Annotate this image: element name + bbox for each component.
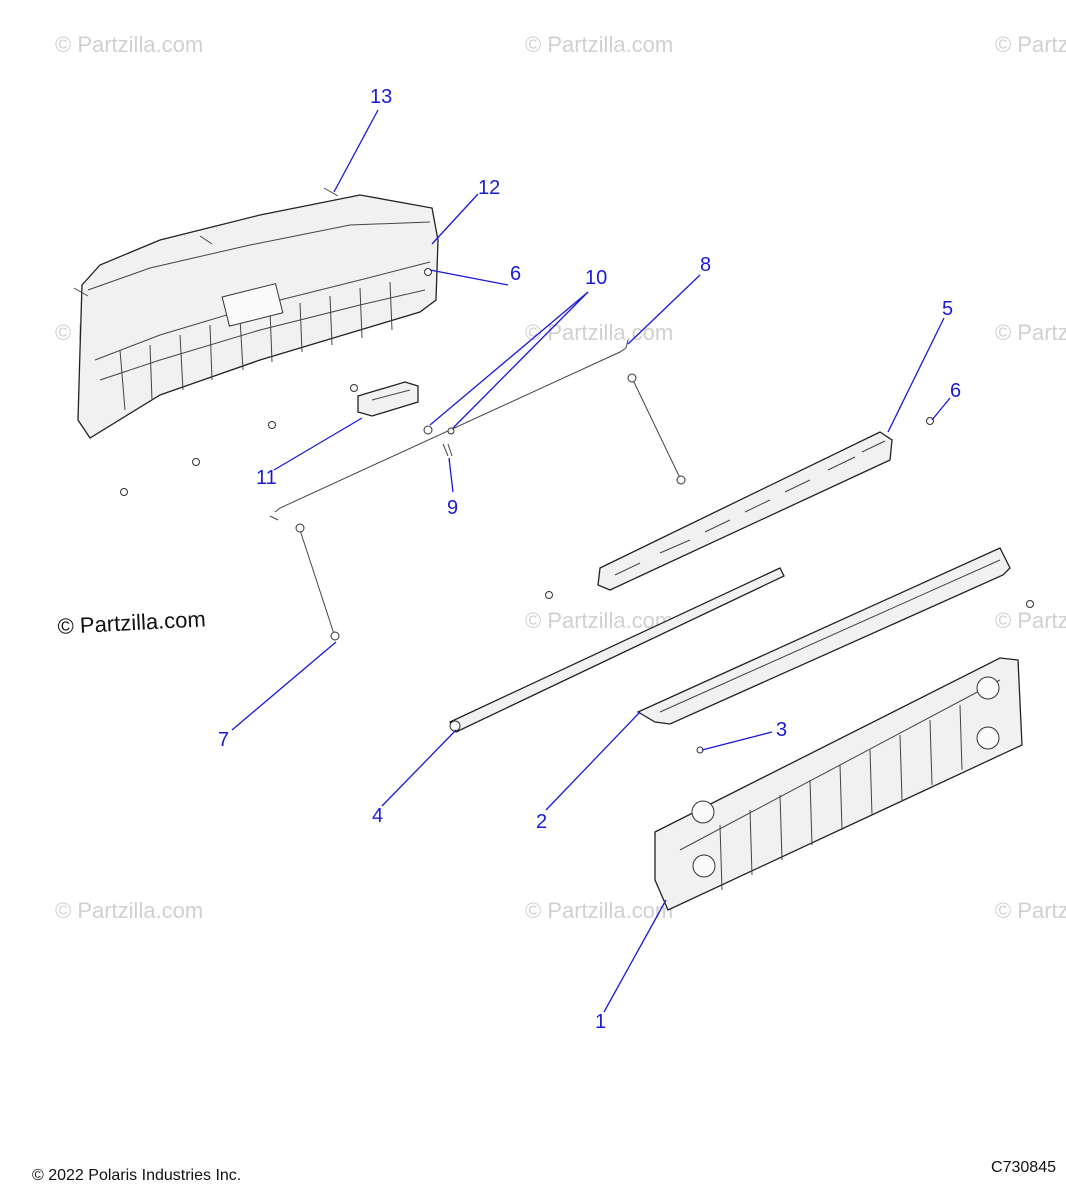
- callout-9: 9: [447, 497, 458, 519]
- watermark-8: © Partzilla.com: [995, 608, 1066, 633]
- callout-13: 13: [370, 86, 392, 108]
- callout-6a: 6: [510, 263, 521, 285]
- callout-3: 3: [776, 719, 787, 741]
- callout-6b: 6: [950, 380, 961, 402]
- top-cap: [636, 547, 1011, 725]
- latch-rod: [269, 339, 629, 521]
- partzilla-logo: © Partzilla.com: [57, 606, 206, 639]
- footer-copyright: © 2022 Polaris Industries Inc.: [32, 1167, 241, 1184]
- inner-tailgate-panel: [77, 194, 439, 439]
- watermark-9: © Partzilla.com: [55, 898, 203, 923]
- callout-2: 2: [536, 811, 547, 833]
- support-cables: [295, 373, 686, 641]
- lower-bar: [449, 567, 785, 733]
- leader-lines: [231, 109, 951, 1013]
- callout-8: 8: [700, 254, 711, 276]
- callout-5: 5: [942, 298, 953, 320]
- diagram-code: C730845: [991, 1159, 1056, 1176]
- bolts: [73, 187, 339, 297]
- small-screws: [120, 268, 1034, 608]
- callout-7: 7: [218, 729, 229, 751]
- rod-clips: [423, 425, 455, 457]
- latch-handle: [357, 381, 419, 417]
- callout-10: 10: [585, 267, 607, 289]
- callout-12: 12: [478, 177, 500, 199]
- callout-4: 4: [372, 805, 383, 827]
- callout-1: 1: [595, 1011, 606, 1033]
- watermark-3: © Partzilla.com: [995, 32, 1066, 57]
- slotted-rail: [597, 431, 893, 591]
- outer-tailgate: [654, 657, 1023, 911]
- watermark-1: © Partzilla.com: [55, 32, 203, 57]
- watermark-2: © Partzilla.com: [525, 32, 673, 57]
- callout-11: 11: [256, 467, 277, 489]
- watermark-10: © Partzilla.com: [525, 898, 673, 923]
- watermark-6: © Partzilla.com: [995, 320, 1066, 345]
- callouts: 13 12 6 10 8 5 6 11 9 7 4 2 3 1: [218, 86, 961, 1033]
- watermark-11: © Partzilla.com: [995, 898, 1066, 923]
